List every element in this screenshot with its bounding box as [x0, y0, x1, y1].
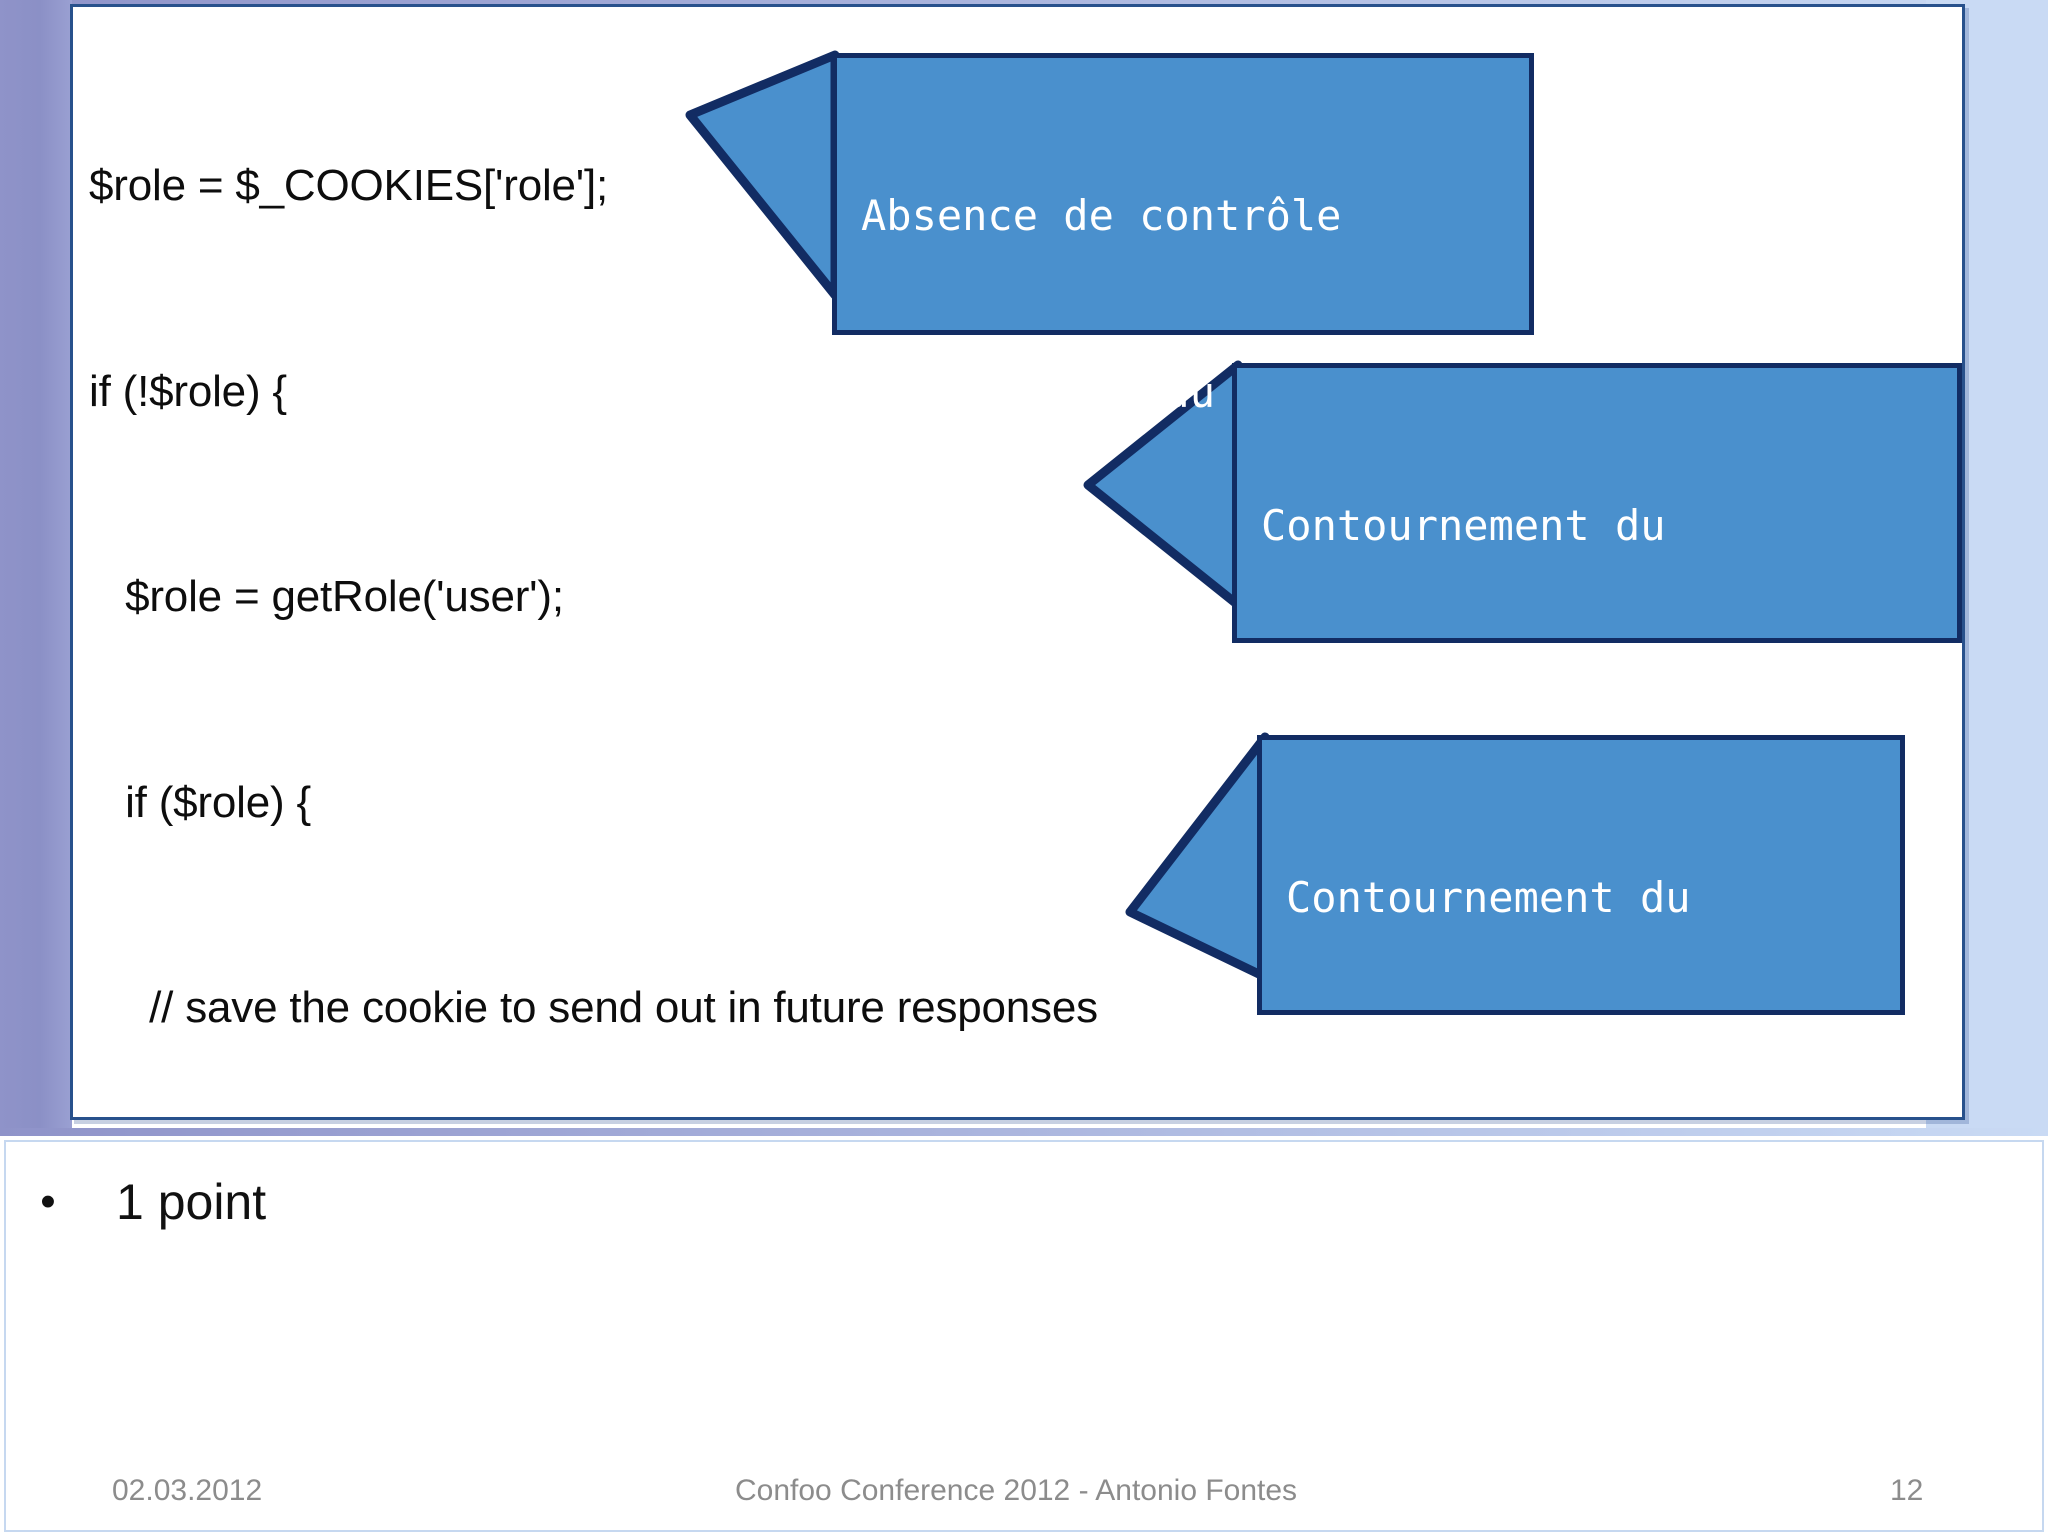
footer-date: 02.03.2012	[112, 1474, 263, 1507]
bullet-text: 1 point	[116, 1174, 267, 1230]
code-line: $role = getRole('user');	[89, 572, 564, 621]
callout-line: Absence de contrôle	[861, 191, 1342, 240]
callout-auth-bypass[interactable]: Contournement du mécanisme d'authentific…	[1232, 363, 1962, 904]
callout-access-control-bypass[interactable]: Contournement du contrôle d'accès	[1257, 735, 1905, 1099]
callout-line: Contournement du	[1286, 873, 1691, 922]
callout-line: cookie.	[861, 545, 1039, 594]
code-line: $role = $_COOKIES['role'];	[89, 161, 609, 210]
bullet-list-item: • 1 point	[24, 1170, 266, 1234]
section-divider	[0, 1128, 2048, 1136]
callout-line: Contournement du	[1261, 501, 1666, 550]
callout-line: contrôle d'accès	[1286, 1050, 1691, 1099]
bullet-marker-icon: •	[40, 1177, 56, 1226]
footer-page-number: 12	[1890, 1474, 1924, 1507]
code-line: if ($role) {	[89, 777, 311, 827]
callout-cookie-integrity[interactable]: Absence de contrôle d'intégrité du cooki…	[832, 53, 1534, 594]
code-line: // save the cookie to send out in future…	[89, 983, 1098, 1032]
callout-line: mécanisme	[1261, 678, 1489, 727]
slide-footer: 02.03.2012 Confoo Conference 2012 - Anto…	[0, 1474, 2048, 1536]
footer-conference: Confoo Conference 2012 - Antonio Fontes	[735, 1474, 1298, 1507]
top-accent-strip	[0, 0, 2048, 6]
notes-pane: • 1 point	[4, 1140, 2044, 1532]
code-line: if (!$role) {	[89, 366, 287, 416]
left-accent-band	[0, 0, 72, 1135]
callout-line: d'intégrité du	[861, 368, 1216, 417]
